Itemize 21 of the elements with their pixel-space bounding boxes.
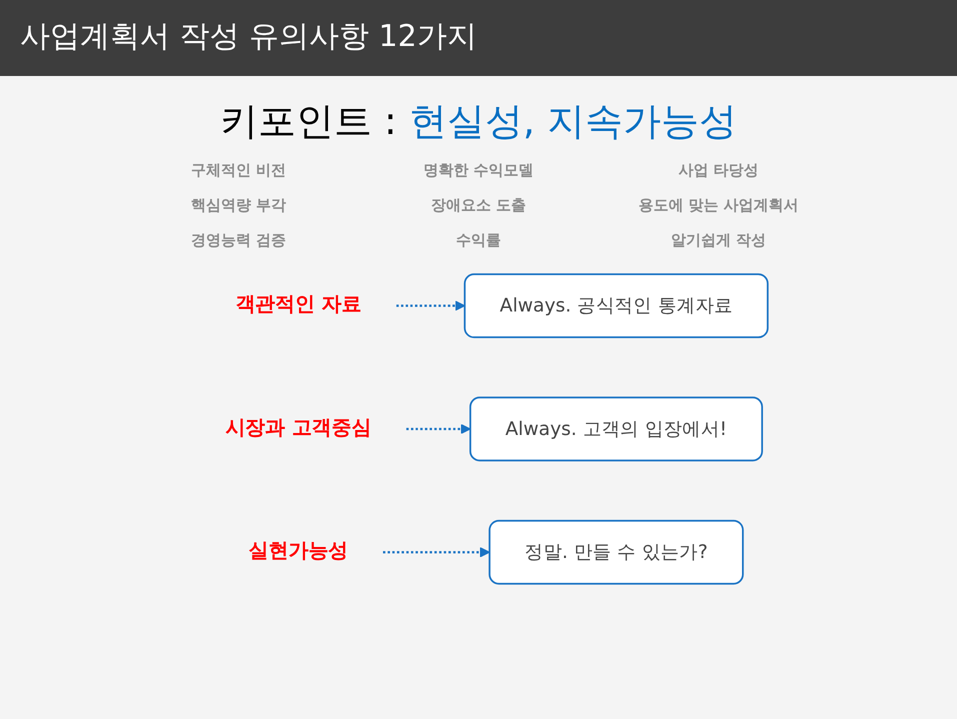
node-box: Always. 공식적인 통계자료 [463, 273, 768, 338]
ring-item-text: 장애요소 도출 [430, 195, 528, 216]
node-box: 정말. 만들 수 있는가? [488, 520, 744, 585]
arrow [382, 547, 490, 558]
arrow [406, 424, 470, 434]
ring-item-text: 용도에 맞는 사업계획서 [637, 195, 800, 216]
ring-item-text: 구체적인 비전 [190, 160, 288, 181]
ring-item-text: 알기쉽게 작성 [670, 230, 768, 251]
ring-item-text: 사업 타당성 [677, 160, 760, 181]
node-text: 시장과 고객중심 [224, 416, 371, 440]
subtitle: 키포인트 : [220, 98, 397, 145]
node-box: Always. 고객의 입장에서! [468, 396, 762, 462]
ring-item-text: 핵심역량 부각 [190, 195, 288, 216]
node-text: 객관적인 자료 [234, 293, 361, 317]
node-text: 실현가능성 [248, 540, 348, 564]
arrow [396, 300, 465, 311]
ring-item-text: 경영능력 검증 [190, 230, 288, 251]
ring-item-text: 수익률 [455, 230, 502, 251]
title: 사업계획서 작성 유의사항 12가지 [0, 0, 957, 76]
ring-item-text: 명확한 수익모델 [422, 160, 535, 181]
subtitle: 현실성, 지속가능성 [408, 98, 738, 145]
